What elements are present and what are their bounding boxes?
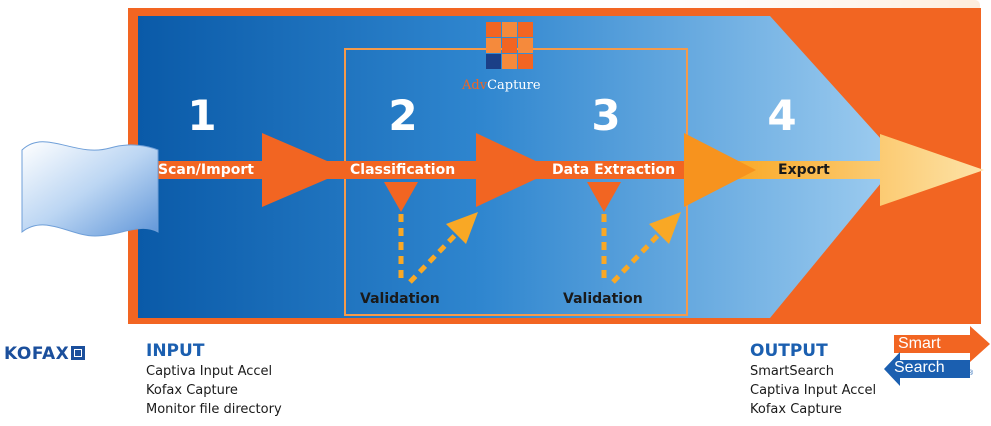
input-item: Monitor file directory xyxy=(146,402,282,417)
input-title: INPUT xyxy=(146,341,205,361)
stage-label-export: Export xyxy=(778,162,830,178)
smartsearch-logo-line1: Smart xyxy=(898,335,941,352)
export-arrow xyxy=(730,134,984,206)
step-number-1: 1 xyxy=(187,91,217,140)
smartsearch-registered-mark: ® xyxy=(968,370,974,377)
advcapture-logo-adv: Adv xyxy=(462,78,488,93)
advcapture-grid-icon xyxy=(486,22,533,69)
step-number-3: 3 xyxy=(591,91,621,140)
validation-drop-2 xyxy=(587,182,621,212)
validation-label-2: Validation xyxy=(563,291,643,307)
output-title: OUTPUT xyxy=(750,341,828,361)
advcapture-logo: AdvCapture xyxy=(462,78,541,94)
smartsearch-logo-line2: Search xyxy=(894,359,945,376)
validation-dash-up-1 xyxy=(408,226,464,284)
stage-label-classification: Classification xyxy=(350,162,456,178)
output-item: SmartSearch xyxy=(750,364,834,379)
scan-arrow-head xyxy=(262,133,348,207)
kofax-logo: KOFAX xyxy=(4,343,86,365)
stage-label-scan: Scan/Import xyxy=(158,162,254,178)
validation-dash-up-2 xyxy=(611,226,667,284)
step-number-2: 2 xyxy=(388,91,418,140)
smartsearch-logo-icon xyxy=(884,326,990,386)
output-item: Captiva Input Accel xyxy=(750,383,877,398)
input-item: Captiva Input Accel xyxy=(146,364,273,379)
input-block: INPUT Captiva Input Accel Kofax Capture … xyxy=(146,340,282,419)
validation-return-1 xyxy=(446,212,478,244)
output-block: OUTPUT SmartSearch Captiva Input Accel K… xyxy=(750,340,876,419)
classification-arrow-head xyxy=(476,133,555,207)
output-item: Kofax Capture xyxy=(750,402,842,417)
kofax-logo-text: KOFAX xyxy=(4,344,70,364)
extraction-band xyxy=(548,161,690,179)
stage-label-extraction: Data Extraction xyxy=(552,162,676,178)
smartsearch-logo: Smart Search ® xyxy=(858,326,990,384)
kofax-emblem-icon xyxy=(71,346,86,360)
step-number-4: 4 xyxy=(767,91,797,140)
validation-return-2 xyxy=(649,212,681,244)
input-item: Kofax Capture xyxy=(146,383,238,398)
validation-drop-1 xyxy=(384,182,418,212)
advcapture-logo-capture: Capture xyxy=(487,78,541,93)
validation-label-1: Validation xyxy=(360,291,440,307)
extraction-arrow-head xyxy=(684,133,756,207)
paper-document-icon xyxy=(21,141,159,237)
